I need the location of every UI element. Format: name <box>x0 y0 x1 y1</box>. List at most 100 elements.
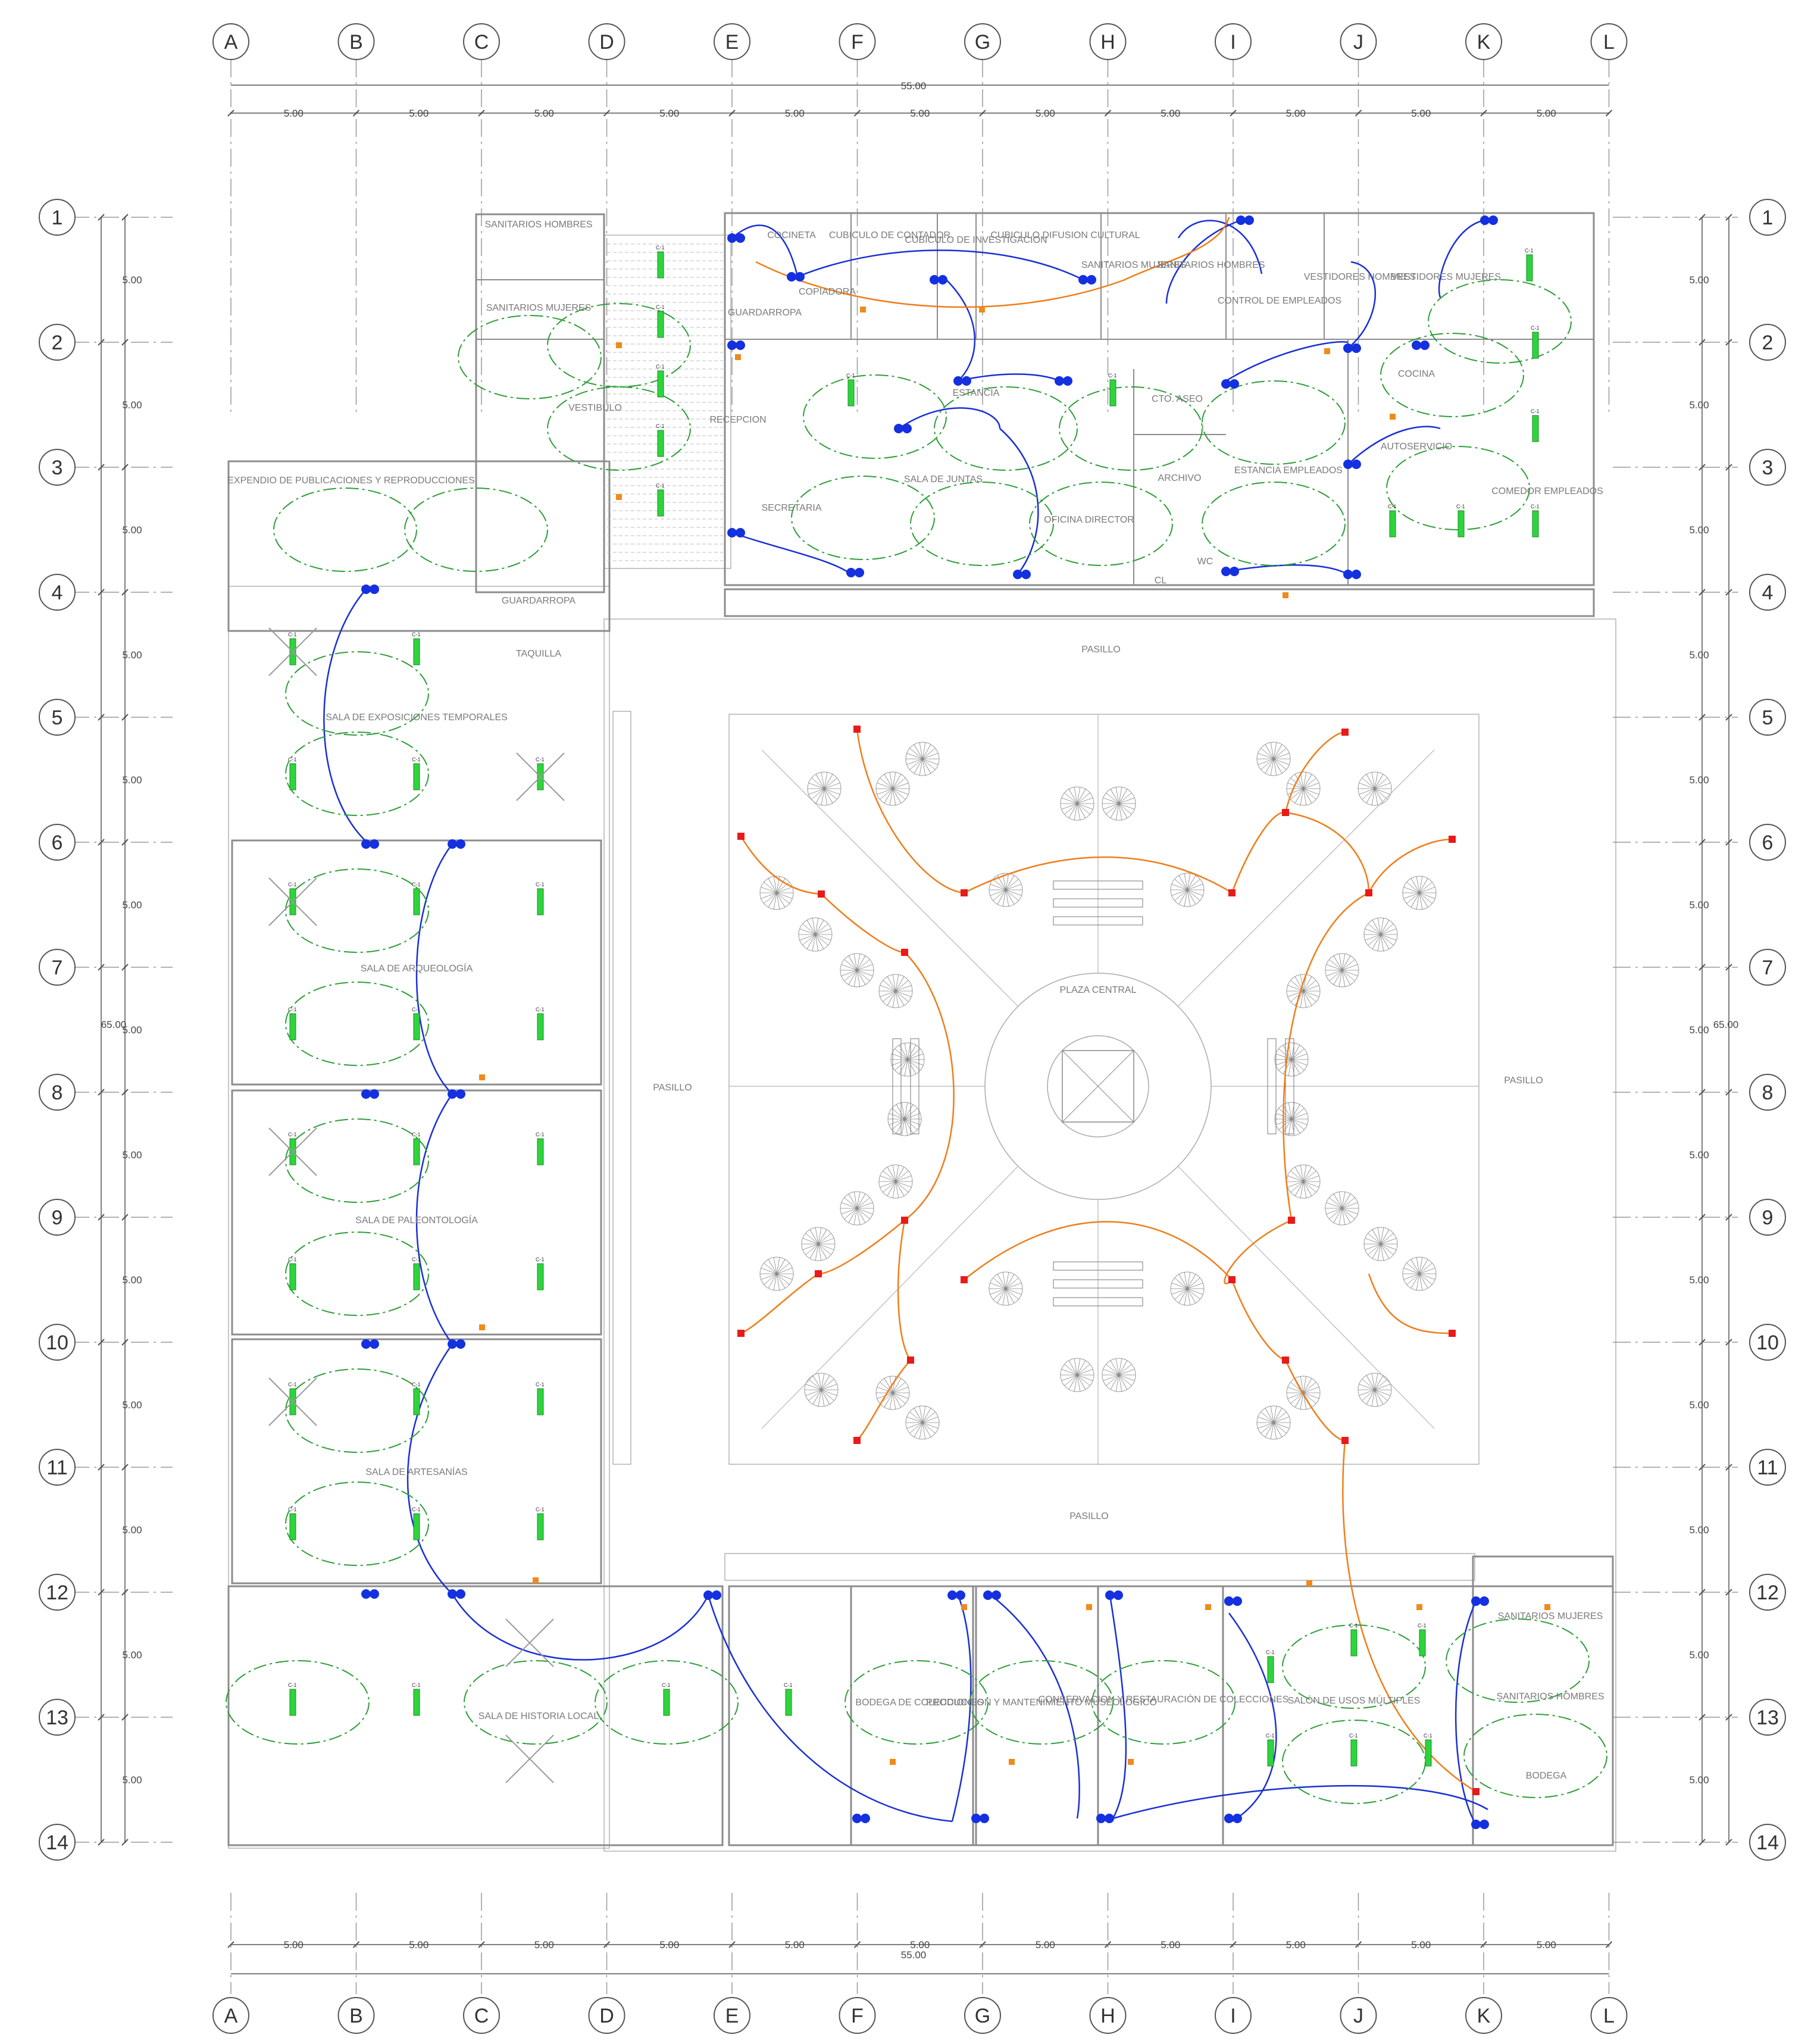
column-bubble: H <box>1089 23 1127 60</box>
dimension-spacing-label: 5.00 <box>122 1399 142 1411</box>
column-bubble: D <box>588 1997 625 2034</box>
bench <box>1053 880 1143 890</box>
room-label: CTO. ASEO <box>1152 394 1203 404</box>
row-bubble: 11 <box>39 1449 76 1486</box>
row-bubble: 5 <box>39 699 76 736</box>
svg-text:2: 2 <box>1762 332 1774 354</box>
dimension-tick <box>98 1214 105 1221</box>
outlet-circuit <box>731 224 799 277</box>
wall <box>850 1585 974 1846</box>
exterior-light-icon <box>907 1357 914 1364</box>
tree-icon <box>905 1405 940 1440</box>
switch-icon <box>616 342 622 348</box>
fountain-line <box>1062 1050 1134 1123</box>
room-label: SALA DE JUNTAS <box>904 474 983 485</box>
lighting-circuit <box>791 476 935 560</box>
light-fixture: C-1 <box>288 757 297 790</box>
tree-icon <box>801 1227 836 1261</box>
lighting-circuit <box>1428 279 1572 364</box>
dimension-spacing-label: 5.00 <box>122 1149 142 1161</box>
row-bubble: 6 <box>1749 824 1786 861</box>
grid-lines <box>71 60 1738 1994</box>
switch-icon <box>1324 348 1330 354</box>
svg-text:C-1: C-1 <box>1388 504 1397 510</box>
row-bubble: 4 <box>1749 574 1786 611</box>
dimension-spacing-label: 5.00 <box>534 1939 554 1951</box>
lighting-circuit <box>1282 1624 1426 1709</box>
row-bubble: 3 <box>1749 449 1786 486</box>
dimension-tick <box>1725 1339 1732 1346</box>
room-label: PRODUCCION Y MANTENIMIENTO MUSEOLÓGICO <box>926 1696 1157 1708</box>
svg-text:12: 12 <box>46 1582 68 1604</box>
outlet-icon <box>361 1089 379 1099</box>
light-fixture: C-1 <box>288 1682 297 1716</box>
dimension-tick <box>478 110 485 117</box>
light-fixture: C-1 <box>1531 504 1540 537</box>
light-fixture: C-1 <box>536 1507 545 1540</box>
switch-icon <box>1544 1604 1550 1610</box>
svg-text:C-1: C-1 <box>536 1257 545 1262</box>
dimension-spacing-label: 5.00 <box>409 1939 428 1951</box>
room-label: SALA DE ARQUEOLOGÍA <box>361 962 473 974</box>
svg-text:C: C <box>474 31 489 54</box>
lighting-circuit <box>1059 386 1203 471</box>
dimension-tick <box>1699 1714 1706 1721</box>
svg-text:B: B <box>349 2005 363 2027</box>
lighting-circuit <box>803 374 947 459</box>
dimension-tick <box>98 964 105 971</box>
outlet-icon <box>1224 1596 1242 1606</box>
lighting-circuit <box>285 1368 429 1453</box>
dimension-tick <box>478 1941 485 1948</box>
outlet-icon <box>787 272 805 282</box>
outlet-icon <box>1224 1814 1242 1823</box>
svg-text:7: 7 <box>52 957 63 979</box>
dimension-tick <box>121 1214 129 1221</box>
light-fixture: C-1 <box>412 882 421 915</box>
dimension-tick <box>1725 339 1732 346</box>
tree-icon <box>807 771 842 806</box>
ceiling-cross-icon <box>505 1618 554 1667</box>
light-fixture: C-1 <box>784 1682 793 1716</box>
svg-text:E: E <box>725 2005 739 2027</box>
dimension-tick <box>1699 964 1706 971</box>
wall <box>612 711 631 1465</box>
svg-text:C-1: C-1 <box>656 304 665 310</box>
dimension-tick <box>121 1339 129 1346</box>
outlet-circuit <box>1112 1784 1488 1820</box>
lighting-circuit <box>1386 446 1530 530</box>
dimension-tick <box>98 1714 105 1721</box>
row-bubble: 2 <box>1749 324 1786 361</box>
tree-icon <box>1170 873 1205 907</box>
dimension-spacing-label: 5.00 <box>122 1774 142 1786</box>
svg-text:C-1: C-1 <box>412 882 421 887</box>
exterior-light-icon <box>1228 1276 1236 1283</box>
bench <box>910 1038 919 1134</box>
room-label: SANITARIOS MUJERES <box>1081 260 1187 270</box>
dimension-spacing-label: 5.00 <box>1036 1939 1055 1951</box>
ceiling-cross-icon <box>268 627 317 676</box>
top-total-width-label: 55.00 <box>901 80 927 92</box>
dimension-spacing-label: 5.00 <box>1286 108 1306 119</box>
column-bubble: F <box>839 23 876 60</box>
dimension-tick <box>1104 110 1112 117</box>
tree-icon <box>989 1271 1023 1306</box>
light-fixture: C-1 <box>1108 373 1117 407</box>
tree-icon <box>840 953 874 987</box>
light-fixture: C-1 <box>288 1507 297 1540</box>
outlet-icon <box>983 1590 1001 1600</box>
exterior-circuit <box>1231 811 1286 893</box>
outlet-circuit <box>707 1595 953 1823</box>
svg-text:C-1: C-1 <box>1266 1649 1275 1655</box>
room-label: CONSERVACION Y RESTAURACIÓN DE COLECCION… <box>1039 1693 1289 1705</box>
light-fixture: C-1 <box>288 1257 297 1290</box>
right-total-height-label: 65.00 <box>1713 1019 1739 1030</box>
svg-text:I: I <box>1230 31 1236 54</box>
room-label: ESTANCIA <box>953 388 1000 398</box>
exterior-circuit <box>740 836 822 895</box>
svg-text:C-1: C-1 <box>412 1132 421 1137</box>
lighting-circuit <box>285 651 429 736</box>
room-label: BODEGA <box>1526 1771 1567 1781</box>
ceiling-cross-icon <box>268 877 317 926</box>
light-fixture: C-1 <box>536 1007 545 1040</box>
dimension-tick <box>1725 714 1732 721</box>
